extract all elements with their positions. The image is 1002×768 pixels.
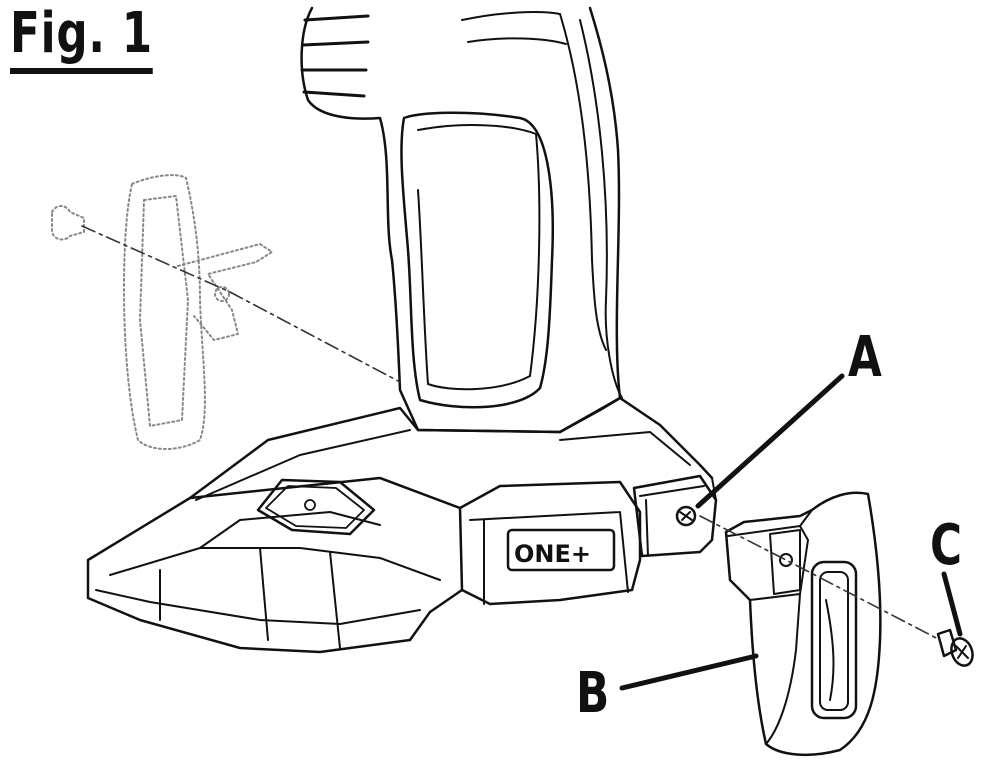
screw-head — [950, 637, 974, 667]
callout-c: C — [930, 513, 963, 578]
grip-outline — [400, 111, 555, 409]
button-inner — [265, 485, 365, 529]
base-top-edge — [195, 429, 691, 501]
mount-hole-a — [675, 505, 697, 527]
brand-badge: ONE+ — [514, 540, 591, 568]
belt-clip-edge — [765, 593, 801, 745]
button-dot — [304, 499, 316, 511]
belt-clip-fold — [727, 509, 813, 601]
ghost-clip-inner — [139, 195, 189, 427]
ghost-alignment-line — [81, 225, 401, 383]
mount-hole-slot — [679, 511, 693, 521]
screw-drive-icon — [955, 645, 969, 659]
battery-side-edge — [469, 511, 629, 605]
callout-a: A — [848, 325, 882, 390]
leader-lines — [619, 373, 963, 691]
figure-title: Fig. 1 — [10, 2, 153, 74]
belt-clip — [724, 491, 882, 756]
ghost-clip-hole — [214, 286, 230, 302]
base-front — [86, 476, 464, 654]
grip-ridges — [300, 14, 370, 98]
handle-back-curve — [579, 19, 623, 399]
ghost-clip-body — [123, 174, 206, 450]
belt-clip-slot-inner — [819, 571, 849, 711]
belt-clip-slot-outer — [810, 560, 858, 720]
tool-body: ONE+ — [86, 6, 718, 654]
belt-clip-body — [724, 491, 882, 756]
leader-b — [619, 653, 759, 691]
clip-alignment-line — [699, 515, 941, 641]
belt-clip-hole — [779, 553, 793, 567]
leader-c — [941, 571, 963, 637]
ghost-clip-tab — [177, 243, 273, 341]
belt-clip-slot-lip — [825, 599, 835, 701]
battery-release-button — [256, 478, 376, 536]
leader-a — [695, 373, 845, 509]
base-facets — [95, 511, 441, 649]
ghost-screw — [51, 205, 85, 241]
callout-b: B — [576, 661, 610, 726]
grip-inner-line — [417, 124, 541, 391]
screw-shank — [936, 628, 958, 658]
mount-boss-edge — [639, 485, 705, 557]
battery-side — [458, 480, 642, 606]
ghost-clip — [51, 174, 273, 450]
brand-badge-frame — [506, 528, 616, 572]
trigger-guard — [461, 11, 607, 351]
belt-clip-mount-tab — [769, 529, 801, 595]
base-top — [188, 396, 714, 500]
handle-outline — [300, 6, 622, 434]
mount-boss — [632, 474, 718, 558]
screw — [936, 628, 974, 667]
